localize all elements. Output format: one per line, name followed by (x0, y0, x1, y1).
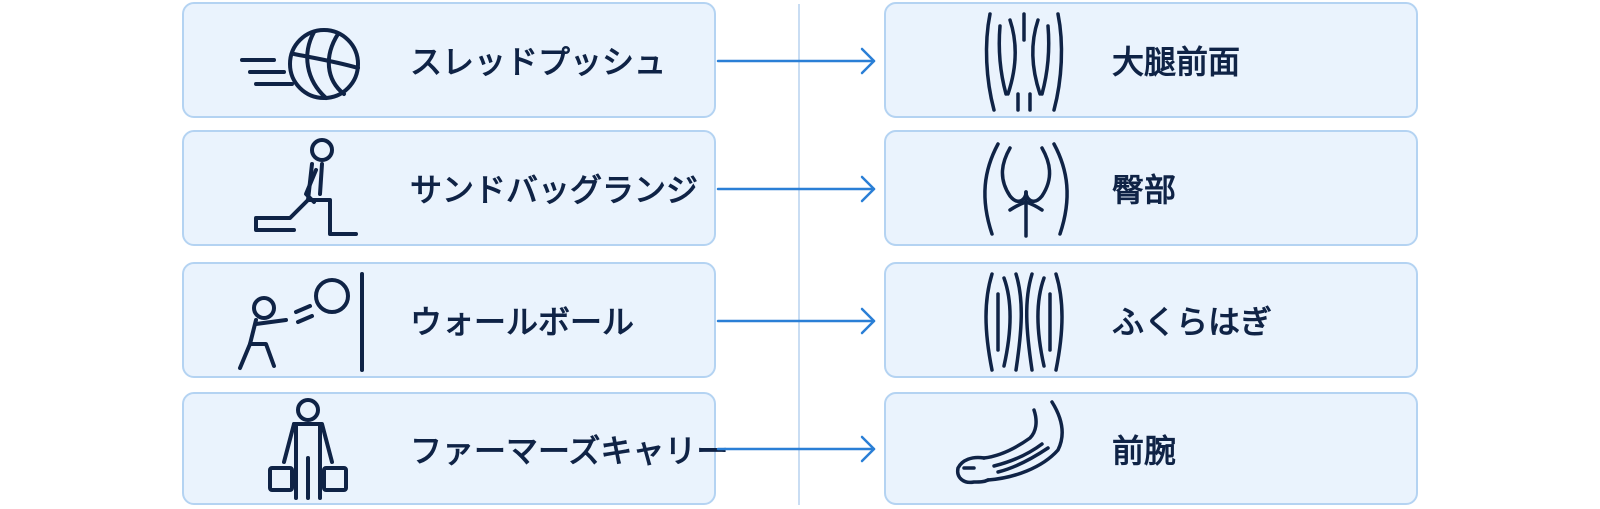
connector-arrow (716, 175, 876, 203)
exercise-card-wall-ball: ウォールボール (182, 262, 716, 378)
forearm-icon (950, 398, 1078, 498)
connector-arrow (716, 47, 876, 75)
calves-icon (982, 270, 1066, 374)
glutes-icon (980, 140, 1072, 240)
muscle-label: 大腿前面 (1112, 43, 1241, 81)
farmers-carry-icon (266, 398, 350, 502)
exercise-label: ファーマーズキャリー (410, 431, 729, 470)
exercise-card-sandbag-lunge: サンドバッグランジ (182, 130, 716, 246)
muscle-label: 前腕 (1112, 431, 1177, 470)
exercise-card-farmers-carry: ファーマーズキャリー (182, 392, 728, 505)
muscle-card-front-thigh: 大腿前面 (884, 2, 1418, 118)
muscle-card-calves: ふくらはぎ (884, 262, 1418, 378)
wall-ball-icon (236, 270, 376, 374)
front-thigh-icon (982, 10, 1066, 114)
muscle-card-forearm: 前腕 (884, 392, 1418, 505)
muscle-label: 臀部 (1112, 171, 1177, 209)
exercise-label: サンドバッグランジ (410, 171, 699, 209)
sled-push-icon (240, 22, 370, 102)
muscle-card-glutes: 臀部 (884, 130, 1418, 246)
exercise-label: ウォールボール (410, 303, 635, 341)
muscle-label: ふくらはぎ (1112, 303, 1273, 341)
center-divider (798, 4, 800, 505)
connector-arrow (716, 435, 876, 463)
exercise-label: スレッドプッシュ (410, 43, 667, 81)
connector-arrow (716, 307, 876, 335)
sandbag-lunge-icon (250, 136, 370, 246)
exercise-card-sled-push: スレッドプッシュ (182, 2, 716, 118)
